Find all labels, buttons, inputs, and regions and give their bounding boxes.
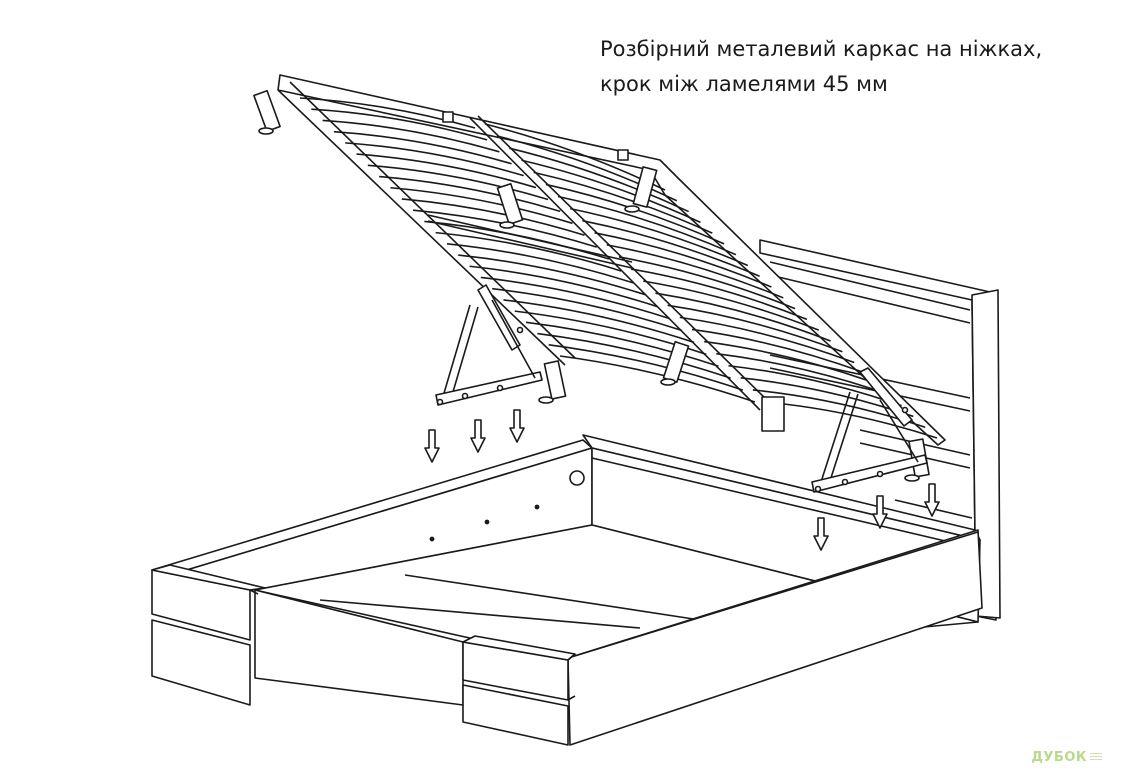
down-arrow-icon bbox=[924, 483, 940, 517]
slat bbox=[424, 220, 610, 260]
slat bbox=[311, 108, 488, 141]
frame-leg bbox=[496, 182, 524, 229]
slat bbox=[480, 276, 671, 320]
slat bbox=[667, 304, 843, 353]
slat bbox=[503, 299, 695, 344]
slat bbox=[643, 280, 820, 331]
slat bbox=[345, 142, 524, 177]
slat bbox=[533, 171, 713, 234]
slat bbox=[630, 268, 808, 321]
slat bbox=[691, 328, 867, 375]
slat bbox=[356, 153, 537, 189]
slat bbox=[570, 207, 749, 267]
slat bbox=[446, 243, 634, 284]
slat bbox=[458, 254, 646, 296]
slat bbox=[521, 159, 701, 224]
slat bbox=[322, 119, 500, 153]
slat bbox=[582, 219, 760, 277]
slat bbox=[594, 231, 772, 288]
frame-leg bbox=[538, 360, 567, 404]
brand-name: ДУБОК bbox=[1031, 750, 1087, 765]
caption-line-1: Розбірний металевий каркас на ніжках, bbox=[600, 37, 1043, 61]
gas-lift-left bbox=[435, 284, 543, 406]
down-arrow-icon bbox=[872, 495, 888, 529]
slat bbox=[299, 97, 476, 129]
slat bbox=[559, 355, 756, 403]
slat bbox=[557, 195, 737, 256]
down-arrow-icon bbox=[509, 409, 525, 443]
gas-lift-right bbox=[811, 367, 928, 493]
frame-leg bbox=[624, 166, 658, 213]
slat bbox=[496, 135, 678, 202]
slat bbox=[525, 321, 719, 368]
lifting-frame bbox=[253, 74, 946, 482]
front-right-block bbox=[462, 635, 576, 746]
frame-leg bbox=[253, 89, 281, 135]
slat bbox=[704, 340, 879, 385]
slat bbox=[401, 198, 585, 236]
down-arrow-icon bbox=[424, 429, 440, 463]
slat bbox=[333, 130, 512, 165]
brand-watermark: ДУБОК bbox=[1031, 750, 1102, 765]
slat bbox=[655, 292, 831, 342]
slat bbox=[537, 332, 731, 379]
caption: Розбірний металевий каркас на ніжках, кр… bbox=[600, 32, 1110, 102]
down-arrow-icon bbox=[813, 517, 829, 551]
slat bbox=[435, 231, 622, 272]
slat bbox=[390, 186, 573, 225]
slat bbox=[618, 256, 796, 310]
slat bbox=[548, 343, 744, 391]
front-left-block bbox=[151, 564, 266, 706]
slat bbox=[469, 265, 658, 308]
brand-stripes-icon bbox=[1090, 753, 1102, 762]
slat bbox=[679, 316, 855, 364]
slat bbox=[492, 287, 683, 332]
frame-leg bbox=[660, 340, 690, 386]
slat bbox=[606, 244, 784, 299]
slat bbox=[716, 352, 890, 396]
caption-line-2: крок між ламелями 45 мм bbox=[600, 72, 888, 96]
slat bbox=[379, 175, 561, 213]
down-arrow-icon bbox=[470, 419, 486, 453]
slat bbox=[509, 147, 689, 213]
assembly-arrows bbox=[424, 409, 940, 551]
slat bbox=[367, 164, 549, 201]
